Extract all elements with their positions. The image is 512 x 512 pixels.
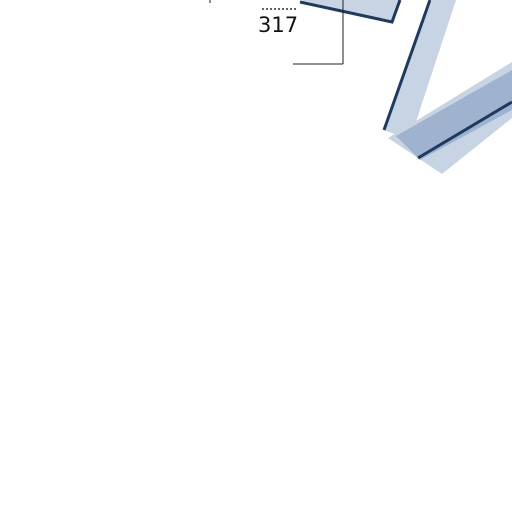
- road-segment-east-inner: [396, 70, 512, 160]
- road-casing-diagonal: [382, 0, 432, 131]
- parcel-top: [210, 0, 400, 22]
- parcel-number-label: 317: [258, 13, 299, 37]
- parcel-top-outline: [299, 0, 402, 24]
- road-segment-diagonal-upper: [384, 0, 456, 140]
- road-casing-east: [417, 100, 512, 160]
